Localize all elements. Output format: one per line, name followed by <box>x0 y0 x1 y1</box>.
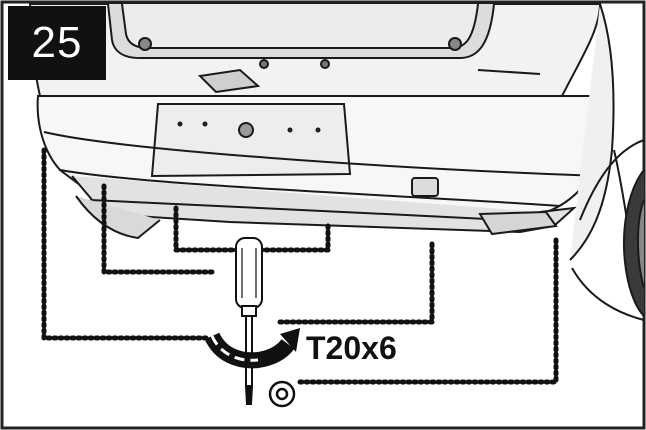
leader-line-right-outer <box>297 237 559 385</box>
leader-line-left-outer <box>41 147 211 341</box>
car-rear-body <box>28 3 645 321</box>
leader-line-left-inner <box>101 183 217 275</box>
step-number-badge: 25 <box>8 6 106 80</box>
leader-line-right-inner <box>277 241 435 325</box>
screwdriver-icon <box>235 237 263 405</box>
fastener-leader-lines <box>41 147 559 385</box>
rotate-arrow-icon <box>204 328 300 369</box>
screw-icon <box>268 380 296 408</box>
fastener-spec-label: T20x6 <box>306 330 397 366</box>
